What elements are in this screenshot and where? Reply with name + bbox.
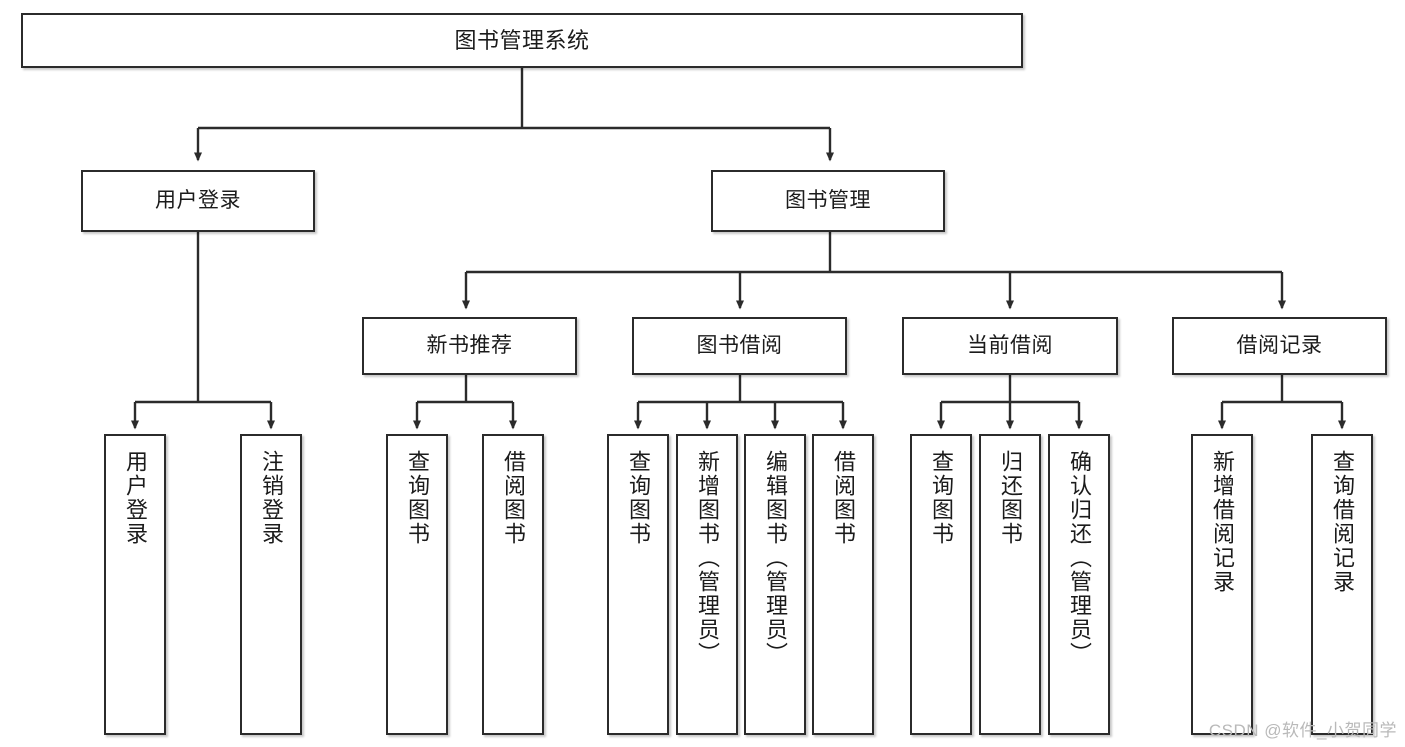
node-label: 归还图书 (998, 450, 1023, 546)
leaf-user-login-logout[interactable]: 注销登录 (240, 434, 302, 735)
node-label: 注销登录 (259, 450, 284, 546)
node-borrow-record[interactable]: 借阅记录 (1172, 317, 1387, 375)
node-user-login[interactable]: 用户登录 (81, 170, 315, 232)
node-label: 借阅图书 (501, 450, 526, 546)
node-label: 查询借阅记录 (1330, 450, 1355, 594)
node-book-borrow[interactable]: 图书借阅 (632, 317, 847, 375)
node-label: 用户登录 (155, 188, 241, 212)
node-label: 新书推荐 (426, 333, 513, 357)
node-label: 用户登录 (123, 450, 148, 546)
leaf-book-borrow-query[interactable]: 查询图书 (607, 434, 669, 735)
node-label: 新增借阅记录 (1210, 450, 1235, 594)
node-label: 查询图书 (929, 450, 954, 546)
node-current-borrow[interactable]: 当前借阅 (902, 317, 1118, 375)
node-new-book-recommend[interactable]: 新书推荐 (362, 317, 577, 375)
leaf-current-borrow-query[interactable]: 查询图书 (910, 434, 972, 735)
leaf-borrow-record-query[interactable]: 查询借阅记录 (1311, 434, 1373, 735)
leaf-current-borrow-confirm-return[interactable]: 确认归还（管理员） (1048, 434, 1110, 735)
leaf-new-book-borrow[interactable]: 借阅图书 (482, 434, 544, 735)
leaf-new-book-query[interactable]: 查询图书 (386, 434, 448, 735)
node-label: 借阅图书 (831, 450, 856, 546)
node-label: 图书管理系统 (454, 27, 590, 53)
watermark-text: CSDN @软件_小贺同学 (1208, 721, 1397, 740)
leaf-user-login-login[interactable]: 用户登录 (104, 434, 166, 735)
leaf-book-borrow-borrow[interactable]: 借阅图书 (812, 434, 874, 735)
node-book-management[interactable]: 图书管理 (711, 170, 945, 232)
leaf-current-borrow-return[interactable]: 归还图书 (979, 434, 1041, 735)
node-label: 当前借阅 (967, 333, 1053, 357)
node-label: 确认归还（管理员） (1067, 450, 1092, 666)
node-label: 借阅记录 (1236, 333, 1323, 357)
node-label: 新增图书（管理员） (695, 450, 720, 666)
node-label: 图书借阅 (696, 333, 783, 357)
node-label: 查询图书 (626, 450, 651, 546)
leaf-book-borrow-add[interactable]: 新增图书（管理员） (676, 434, 738, 735)
node-label: 图书管理 (785, 188, 871, 212)
node-label: 编辑图书（管理员） (763, 450, 788, 666)
node-label: 查询图书 (405, 450, 430, 546)
leaf-book-borrow-edit[interactable]: 编辑图书（管理员） (744, 434, 806, 735)
node-root-book-management-system[interactable]: 图书管理系统 (21, 13, 1023, 68)
leaf-borrow-record-add[interactable]: 新增借阅记录 (1191, 434, 1253, 735)
